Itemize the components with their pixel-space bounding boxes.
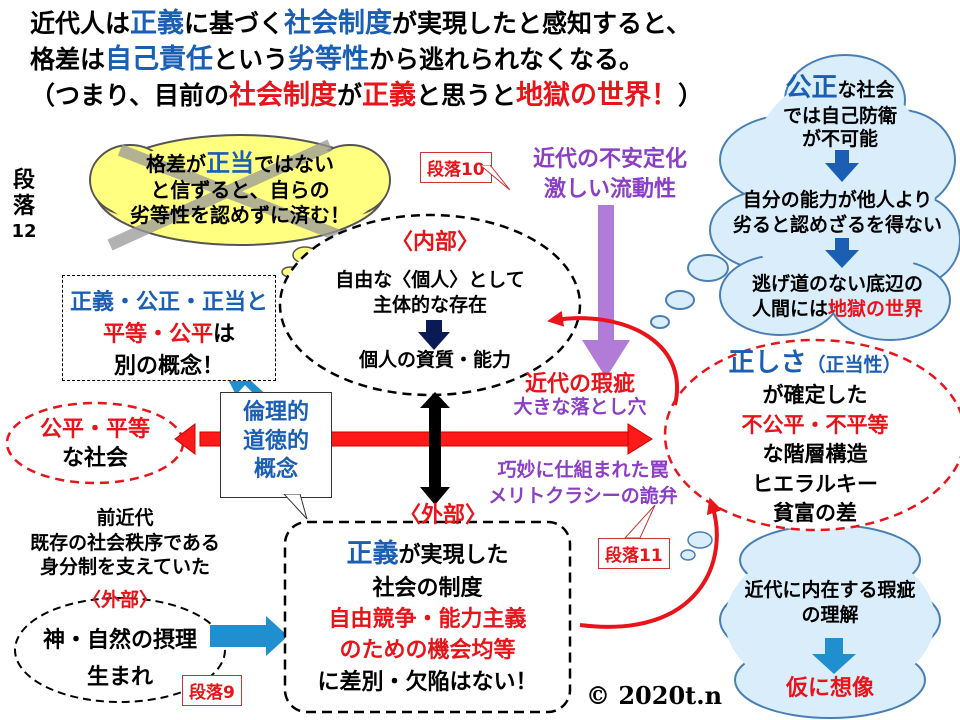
curve-arrow-top [547,310,679,406]
crossed-cloud-text: 格差が正当ではない と信ずると、自らの 劣等性を認めずに済む！ [130,149,350,227]
inner-down-arrow [418,320,450,350]
inner-oval [278,213,582,397]
right-cloud-text-top: 公正な社会 では自己防衛 が不可能 [782,73,897,151]
thought-bubbles [650,254,729,329]
inner-text: 自由な〈個人〉として 主体的な存在 [335,269,525,316]
header-line-3: （つまり、目前の社会制度が正義と思うと地獄の世界！） [30,80,703,111]
concepts-box: 正義・公正・正当と 平等・公平は 別の概念！ [62,275,276,381]
fair-society-text: 公平・平等 な社会 [39,417,150,471]
right-cloud-text-bottom: 逃げ道のない底辺の 人間には地獄の世界 [751,273,924,320]
header-segment: から逃れられなくなる。 [369,45,645,74]
right-thought-cloud [709,54,960,341]
imagine-text: 仮に想像 [785,676,874,701]
cross-out-mark [107,139,353,251]
header-segment: 地獄の世界！ [516,80,679,111]
inner-title: 〈内部〉 [390,230,479,255]
header-segment: （つまり、目前の [30,81,230,110]
inner-ability: 個人の資質・能力 [358,349,511,371]
purple-down-arrow [582,205,630,378]
header-segment: 格差は [30,45,106,74]
tag-paragraph-10: 段落10 [420,152,492,183]
header-segment: と思うと [416,81,517,110]
premodern-oval [14,597,226,703]
modern-instability-text: 近代の不安定化 激しい流動性 [532,147,687,202]
ethics-box: 倫理的 道徳的 概念 [220,392,332,498]
bottom-cloud-arrow [812,638,856,674]
header-line-1: 近代人は正義に基づく社会制度が実現したと感知すると、 [30,8,691,39]
header-segment: という [213,45,289,74]
header-segment: が実現したと感知すると、 [392,9,692,38]
justice-oval [663,338,960,532]
justice-oval-text: 正しさ（正当性） が確定した 不公平・不平等 な階層構造 ヒエラルキー 貧富の差 [728,348,902,525]
right-cloud-text-mid: 自分の能力が他人より 劣ると認めざるを得ない [732,189,942,236]
curve-arrow-bottom [579,497,723,629]
header-line-2: 格差は自己責任という劣等性から逃れられなくなる。 [30,44,644,75]
header-segment: 自己責任 [105,44,214,75]
tag-paragraph-11: 段落11 [598,538,670,569]
copyright-text: © 2020t.n [586,681,723,710]
header-segment: 劣等性 [288,44,370,75]
outer-text: 正義が実現した 社会の制度 自由競争・能力主義 のための機会均等 に差別・欠陥は… [317,539,538,695]
header-segment: 近代人は [30,9,131,38]
header-segment: ） [678,81,704,110]
premodern-right-arrow [210,616,288,656]
header-segment: 社会制度 [229,80,338,111]
premodern-oval-text: 神・自然の摂理 生まれ [42,628,197,691]
outer-title: 〈外部〉 [398,503,487,528]
cloud-down-arrows [825,150,859,268]
side-paragraph-label: 段 落 12 [11,168,37,242]
header-segment: 社会制度 [284,8,393,39]
flaw-text: 近代の瑕疵 大きな落とし穴 [513,372,647,419]
premodern-title: 〈外部〉 [81,589,158,611]
header-segment: に基づく [184,9,285,38]
bottom-cloud-shape [719,524,941,719]
trap-text: 巧妙に仕組まれた罠 メリトクラシーの詭弁 [488,459,678,507]
header-segment: 正義 [362,80,417,111]
header-segment: が [337,81,363,110]
premodern-text: 前近代 既存の社会秩序である 身分制を支えていた [30,507,220,579]
tag-paragraph-9: 段落9 [182,675,242,706]
black-double-arrow [420,392,450,505]
header-segment: 正義 [130,8,185,39]
bottom-cloud-text: 近代に内在する瑕疵 の理解 [744,579,916,626]
outer-box [283,520,572,714]
